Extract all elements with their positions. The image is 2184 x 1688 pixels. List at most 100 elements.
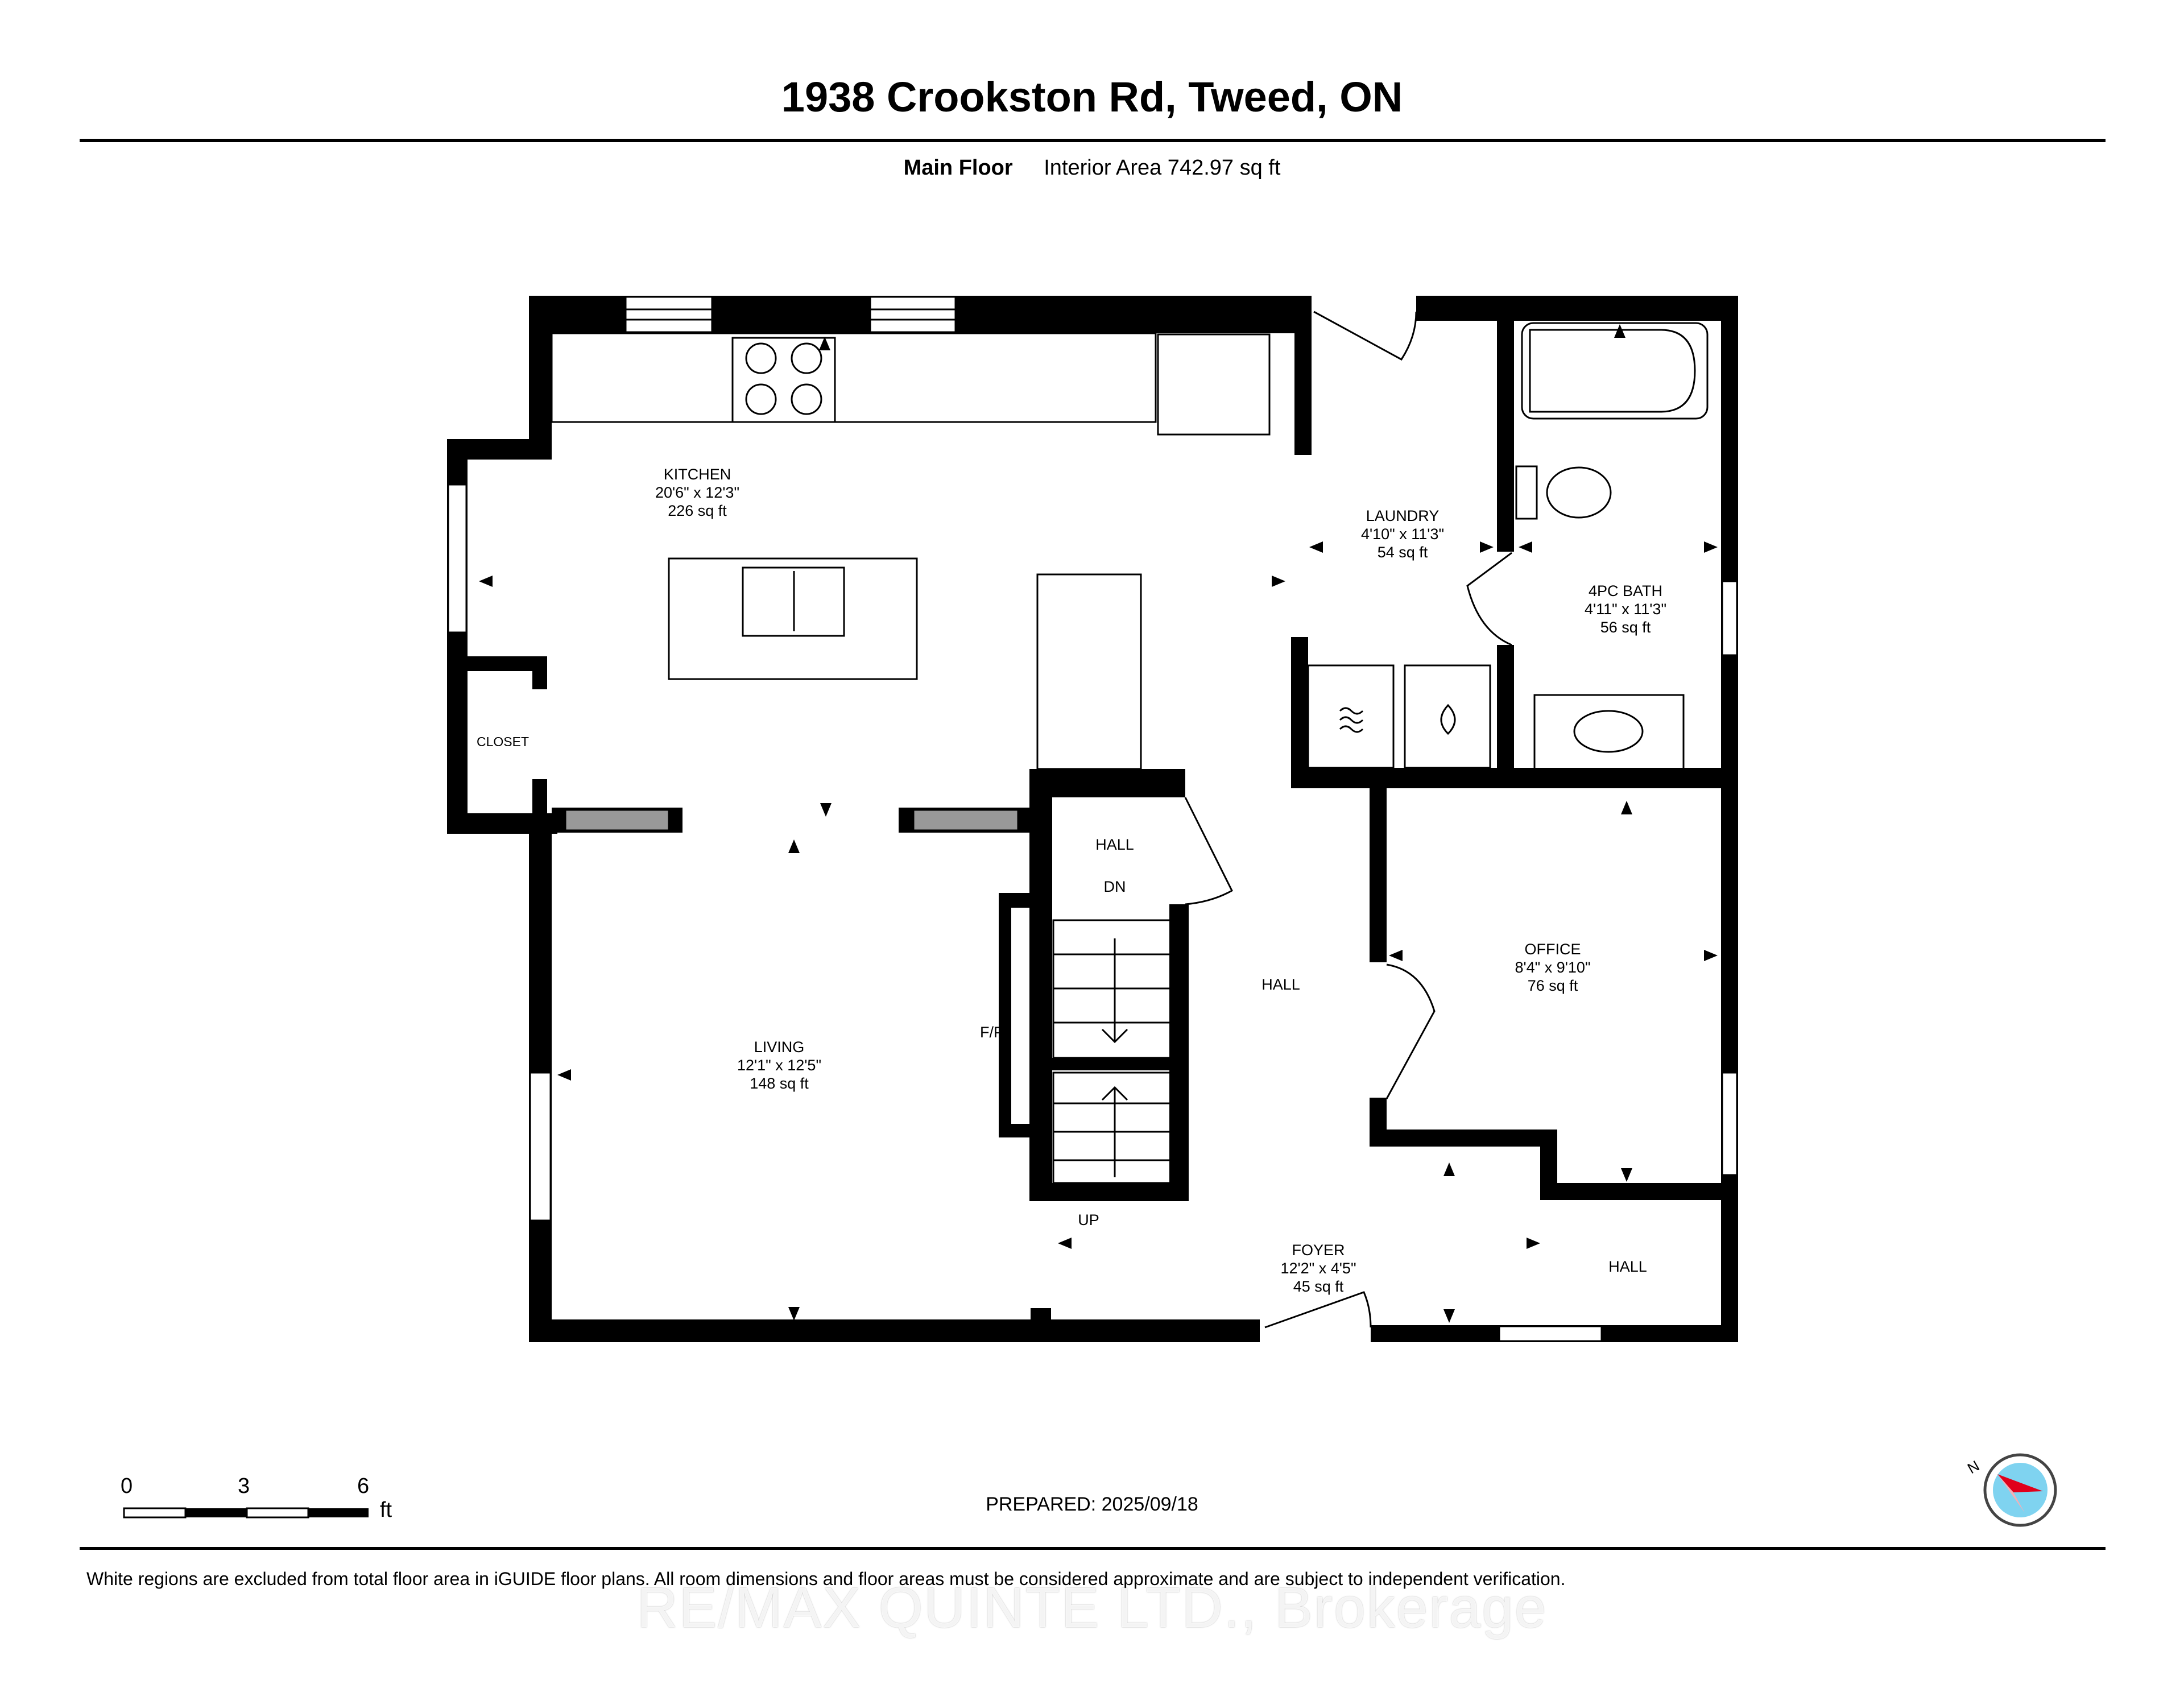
bath-dims: 4'11" x 11'3" xyxy=(1585,601,1666,618)
scale-segment xyxy=(308,1508,369,1517)
marker xyxy=(1480,541,1494,553)
bathtub xyxy=(1521,322,1709,420)
bath-name: 4PC BATH xyxy=(1589,582,1662,599)
plan-subtitle: Main Floor Interior Area 742.97 sq ft xyxy=(0,156,2184,180)
hall-foyer-label: HALL xyxy=(1608,1258,1647,1275)
marker xyxy=(1704,950,1718,961)
plan-title: 1938 Crookston Rd, Tweed, ON xyxy=(781,73,1403,121)
foyer-dims: 12'2" x 4'5" xyxy=(1280,1260,1356,1277)
washer xyxy=(1307,664,1395,769)
interior-partitions xyxy=(564,809,1019,831)
wall xyxy=(1497,296,1514,552)
wall xyxy=(1031,1058,1184,1070)
wall xyxy=(1172,769,1185,797)
wall xyxy=(1291,768,1738,788)
compass-north-label: N xyxy=(1964,1457,1982,1477)
interior-area: Interior Area 742.97 sq ft xyxy=(1044,156,1281,180)
marker xyxy=(1389,950,1403,961)
toilet-tank xyxy=(1515,465,1538,520)
wall xyxy=(1370,1130,1557,1147)
door-swing xyxy=(1313,311,1417,361)
scale-tick-0: 0 xyxy=(121,1474,133,1498)
stair-arrowhead xyxy=(1101,1028,1128,1044)
bath-area: 56 sq ft xyxy=(1600,619,1651,636)
fridge xyxy=(1157,333,1271,436)
scale-tick-3: 3 xyxy=(238,1474,250,1498)
tub-basin xyxy=(1529,329,1696,413)
office-dims: 8'4" x 9'10" xyxy=(1515,959,1590,976)
wall xyxy=(1169,904,1189,1201)
door-swing xyxy=(1264,1291,1372,1329)
dryer-icon xyxy=(1440,704,1456,735)
kitchen-name: KITCHEN xyxy=(664,466,731,483)
compass-needle xyxy=(1997,1474,2043,1492)
burner xyxy=(791,383,822,415)
marker xyxy=(1519,541,1532,553)
wall xyxy=(1416,296,1735,321)
compass-needle-light xyxy=(1997,1474,2025,1513)
wall xyxy=(1370,788,1387,962)
marker xyxy=(1058,1238,1072,1249)
window xyxy=(1721,1071,1738,1176)
windows xyxy=(447,296,1738,1342)
low-wall xyxy=(564,809,670,831)
door-swings xyxy=(1184,311,1512,1329)
foyer-name: FOYER xyxy=(1292,1242,1345,1259)
window xyxy=(869,296,957,333)
wall xyxy=(1031,1308,1051,1325)
wall xyxy=(999,1124,1031,1137)
stairs-up xyxy=(1052,1071,1172,1184)
burner xyxy=(745,383,777,415)
fireplace-label: F/P xyxy=(980,1024,1004,1041)
wall xyxy=(529,296,552,460)
door-swing xyxy=(1184,797,1233,905)
marker xyxy=(1443,1162,1455,1176)
kitchen-island xyxy=(668,557,918,680)
pantry xyxy=(1036,573,1142,770)
wall xyxy=(1029,769,1185,797)
window xyxy=(447,483,468,634)
vanity-sink xyxy=(1573,710,1644,753)
laundry-name: LAUNDRY xyxy=(1366,507,1440,524)
office-name: OFFICE xyxy=(1525,941,1581,958)
window xyxy=(529,1071,552,1222)
marker xyxy=(1309,541,1323,553)
marker xyxy=(1614,324,1625,338)
wall xyxy=(1029,1183,1189,1201)
marker xyxy=(819,337,830,350)
marker xyxy=(557,1069,571,1081)
living-name: LIVING xyxy=(754,1039,805,1056)
kitchen-dims: 20'6" x 12'3" xyxy=(655,484,739,501)
kitchen-area: 226 sq ft xyxy=(668,502,727,519)
sink-basin xyxy=(742,566,845,637)
scale-tick-6: 6 xyxy=(357,1474,370,1498)
stove xyxy=(731,337,836,423)
marker xyxy=(788,1307,800,1321)
wall xyxy=(1291,637,1308,788)
prepared-date: PREPARED: 2025/09/18 xyxy=(986,1493,1198,1515)
wall xyxy=(1294,296,1312,455)
kitchen-counter xyxy=(551,332,1157,423)
room-labels: KITCHEN 20'6" x 12'3" 226 sq ft LAUNDRY … xyxy=(477,466,1666,1295)
scale-segment xyxy=(185,1508,247,1517)
office-area: 76 sq ft xyxy=(1528,977,1578,994)
marker xyxy=(479,576,493,587)
burner xyxy=(791,342,822,374)
wall xyxy=(447,656,544,671)
marker xyxy=(1443,1309,1455,1323)
laundry-dims: 4'10" x 11'3" xyxy=(1361,526,1444,543)
disclaimer: White regions are excluded from total fl… xyxy=(86,1569,1566,1589)
scale-unit: ft xyxy=(380,1498,392,1522)
marker xyxy=(1704,541,1718,553)
vanity xyxy=(1533,694,1685,770)
window xyxy=(1721,580,1738,656)
fixtures xyxy=(551,322,1709,1184)
wall xyxy=(1029,769,1052,1201)
marker xyxy=(788,839,800,853)
wall xyxy=(1540,1183,1738,1200)
wall xyxy=(1497,645,1514,773)
laundry-area: 54 sq ft xyxy=(1378,544,1428,561)
wall xyxy=(999,893,1011,1137)
stairs-down-label: DN xyxy=(1104,878,1126,895)
